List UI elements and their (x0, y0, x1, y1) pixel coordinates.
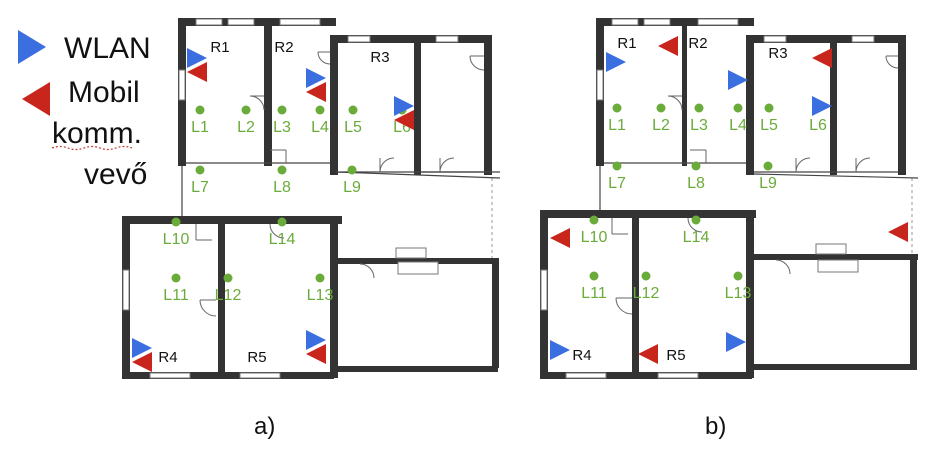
measurement-point-l12-b (641, 271, 651, 281)
wlan-transmitter-marker-2 (306, 68, 326, 88)
measurement-point-l1-a (195, 105, 205, 115)
location-label-l3-a: L3 (273, 119, 291, 136)
measurement-point-l10-b (589, 215, 599, 225)
location-label-l1-a: L1 (191, 119, 209, 136)
wlan-transmitter-marker-8 (306, 330, 326, 350)
location-label-l9-a: L9 (343, 179, 361, 196)
room-label-r4-b: R4 (572, 347, 591, 364)
legend: WLAN Mobil komm. vevő (18, 30, 151, 191)
measurement-point-l7-a (195, 165, 205, 175)
location-label-l12-b: L12 (633, 285, 660, 302)
wlan-transmitter-marker-0 (187, 48, 207, 68)
wlan-transmitter-marker-16 (550, 340, 570, 360)
measurement-point-l9-a (347, 165, 357, 175)
room-label-r1-a: R1 (210, 39, 229, 56)
room-label-r5-a: R5 (247, 349, 266, 366)
location-label-l2-a: L2 (237, 119, 255, 136)
measurement-point-l13-b (733, 271, 743, 281)
location-label-l12-a: L12 (215, 287, 242, 304)
mobile-receiver-marker-11 (658, 36, 678, 56)
room-label-r4-a: R4 (158, 349, 177, 366)
mobile-legend-label-line2: komm. (52, 117, 142, 150)
room-label-r1-b: R1 (617, 35, 636, 52)
location-label-l4-b: L4 (729, 117, 747, 134)
measurement-point-l13-a (315, 273, 325, 283)
mobile-receiver-marker-15 (550, 228, 570, 248)
wlan-transmitter-marker-4 (394, 96, 414, 116)
location-label-l2-b: L2 (652, 117, 670, 134)
measurement-point-l14-a (277, 217, 287, 227)
mobile-legend-marker (22, 82, 50, 116)
location-label-l8-b: L8 (687, 175, 705, 192)
location-label-l7-b: L7 (608, 175, 626, 192)
measurement-point-l1-b (612, 103, 622, 113)
wlan-transmitter-marker-6 (132, 338, 152, 358)
location-label-l13-b: L13 (725, 285, 752, 302)
floorplan-panel-b (540, 18, 919, 379)
location-label-l5-a: L5 (344, 119, 362, 136)
measurement-point-l2-b (656, 103, 666, 113)
mobile-receiver-marker-5 (394, 110, 414, 130)
measurement-point-l10-a (171, 217, 181, 227)
measurement-point-l4-b (733, 103, 743, 113)
measurement-point-l14-b (691, 215, 701, 225)
room-label-r2-a: R2 (274, 39, 293, 56)
location-label-l11-a: L11 (163, 287, 189, 304)
mobile-receiver-marker-13 (812, 48, 832, 68)
location-label-l1-b: L1 (608, 117, 626, 134)
location-label-l8-a: L8 (273, 179, 291, 196)
mobile-legend-label-line3: vevő (84, 158, 147, 191)
wlan-legend-label: WLAN (64, 32, 151, 65)
measurement-point-l4-a (315, 105, 325, 115)
measurement-point-l8-b (691, 161, 701, 171)
measurement-point-l9-b (763, 161, 773, 171)
location-label-l14-a: L14 (269, 231, 296, 248)
location-label-l4-a: L4 (311, 119, 329, 136)
location-label-l10-b: L10 (581, 229, 608, 246)
wlan-transmitter-marker-12 (728, 70, 748, 90)
room-label-r3-b: R3 (768, 45, 787, 62)
location-label-l10-a: L10 (163, 231, 190, 248)
measurement-point-l3-b (694, 103, 704, 113)
wlan-transmitter-marker-18 (726, 332, 746, 352)
mobile-receiver-marker-17 (638, 344, 658, 364)
mobile-receiver-marker-3 (306, 82, 326, 102)
measurement-point-l5-a (348, 105, 358, 115)
room-label-r2-b: R2 (688, 35, 707, 52)
floorplan-panel-a (122, 18, 501, 379)
measurement-point-l11-a (171, 273, 181, 283)
spellcheck-underline (51, 145, 133, 151)
room-label-r5-b: R5 (666, 347, 685, 364)
panel-b-caption: b) (705, 413, 726, 440)
location-label-l5-b: L5 (760, 117, 778, 134)
location-label-l9-b: L9 (759, 175, 777, 192)
mobile-receiver-marker-9 (306, 344, 326, 364)
measurement-point-l2-a (241, 105, 251, 115)
measurement-point-l8-a (277, 165, 287, 175)
location-label-l6-b: L6 (809, 117, 827, 134)
wlan-legend-marker (18, 30, 46, 64)
measurement-point-l12-a (223, 273, 233, 283)
location-label-l14-b: L14 (683, 229, 710, 246)
panel-a-caption: a) (254, 413, 275, 440)
measurement-point-l5-b (764, 103, 774, 113)
mobile-receiver-marker-19 (888, 222, 908, 242)
wlan-transmitter-marker-10 (606, 52, 626, 72)
mobile-legend-label-line1: Mobil (68, 76, 140, 109)
location-label-l13-a: L13 (307, 287, 334, 304)
measurement-point-l3-a (277, 105, 287, 115)
measurement-point-l11-b (589, 271, 599, 281)
location-label-l7-a: L7 (191, 179, 209, 196)
location-label-l11-b: L11 (581, 285, 607, 302)
room-label-r3-a: R3 (370, 49, 389, 66)
mobile-receiver-marker-7 (132, 352, 152, 372)
wlan-transmitter-marker-14 (812, 96, 832, 116)
measurement-point-l7-b (612, 161, 622, 171)
mobile-receiver-marker-1 (187, 62, 207, 82)
location-label-l3-b: L3 (690, 117, 708, 134)
